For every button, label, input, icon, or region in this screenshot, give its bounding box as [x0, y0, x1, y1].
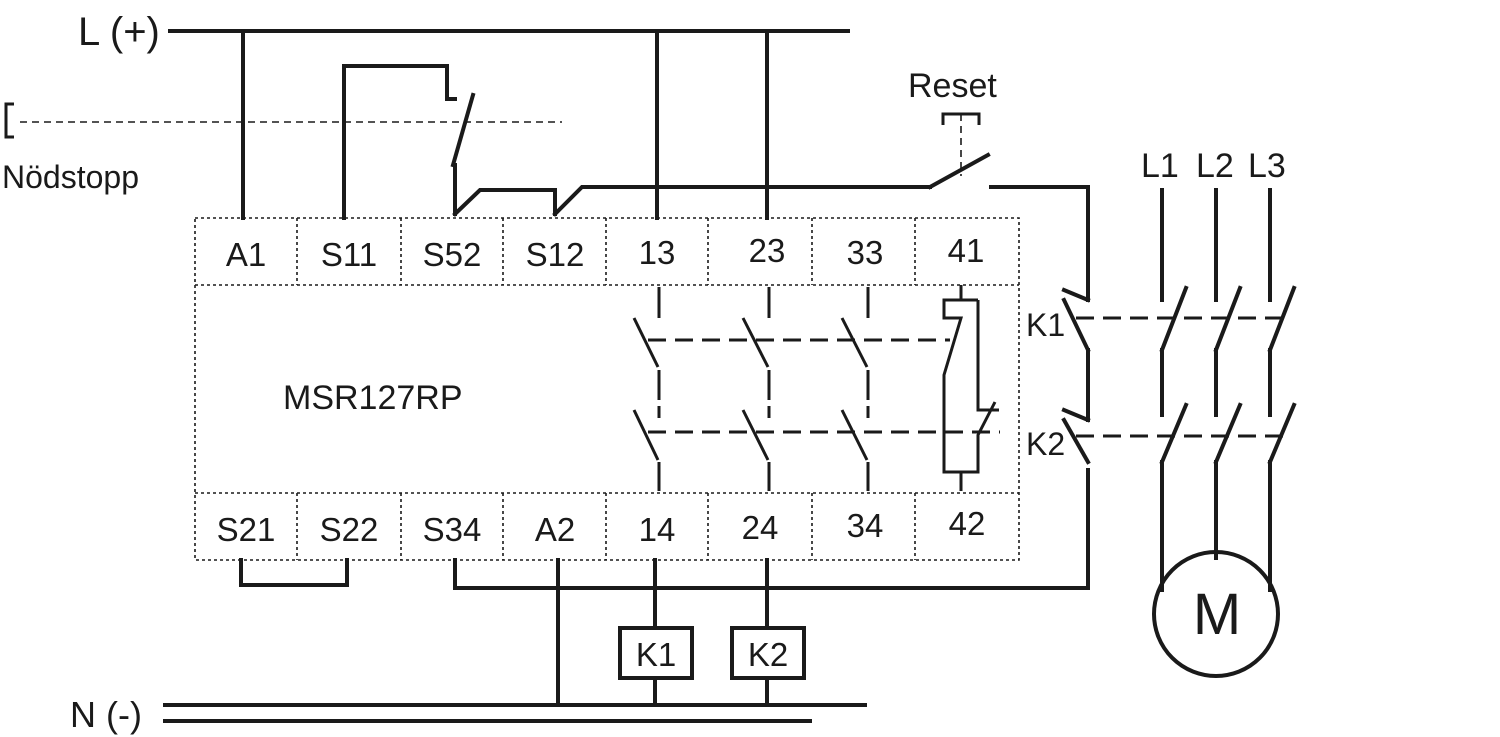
supply-neutral-label: N (-) [70, 694, 142, 735]
main-contacts [1159, 188, 1297, 592]
terminal-s11: S11 [321, 236, 377, 273]
wire-s11 [342, 64, 457, 220]
terminal-a1: A1 [226, 236, 266, 273]
terminal-s22: S22 [320, 511, 379, 548]
reset-contact-blade [927, 152, 991, 190]
relay-model-label: MSR127RP [283, 379, 463, 417]
emergency-stop-label: Nödstopp [2, 159, 139, 195]
aux-contact-k2-label: K2 [1026, 426, 1065, 462]
terminal-42: 42 [949, 505, 986, 542]
reset-label: Reset [908, 67, 997, 105]
motor-label: M [1193, 582, 1241, 647]
terminal-24: 24 [742, 509, 779, 546]
coil-k2-label: K2 [748, 636, 788, 673]
emergency-stop-contact-upper [450, 92, 476, 168]
terminal-14: 14 [639, 511, 676, 548]
wire-s12-reset [552, 185, 932, 217]
top-terminal-dividers [296, 218, 916, 285]
contactor-aux-contacts [1061, 287, 1091, 465]
coil-k1-label: K1 [636, 636, 676, 673]
internal-contacts [632, 285, 1000, 491]
terminal-s12: S12 [526, 236, 585, 273]
emergency-stop-bracket [4, 102, 14, 139]
supply-line-label-l: L (+) [78, 10, 160, 54]
terminal-33: 33 [847, 234, 884, 271]
jumper-s21-s22 [239, 558, 349, 587]
terminal-41: 41 [948, 232, 985, 269]
relay-module-frame [194, 217, 1020, 561]
terminal-a2: A2 [535, 511, 575, 548]
wire-s34-feedback [453, 468, 1090, 590]
phase-l1-label: L1 [1141, 147, 1179, 185]
phase-l2-label: L2 [1196, 147, 1234, 185]
bottom-terminal-dividers [296, 493, 916, 560]
terminal-s52: S52 [423, 236, 482, 273]
terminal-23: 23 [749, 232, 786, 269]
motor-symbol [1152, 550, 1280, 678]
terminal-13: 13 [639, 234, 676, 271]
aux-contact-k1-label: K1 [1026, 307, 1065, 343]
terminal-s21: S21 [217, 511, 276, 548]
phase-l3-label: L3 [1248, 147, 1286, 185]
wire-reset-to-k1 [989, 185, 1090, 302]
wire-s52-s12 [452, 188, 557, 217]
terminal-34: 34 [847, 507, 884, 544]
terminal-s34: S34 [423, 511, 482, 548]
